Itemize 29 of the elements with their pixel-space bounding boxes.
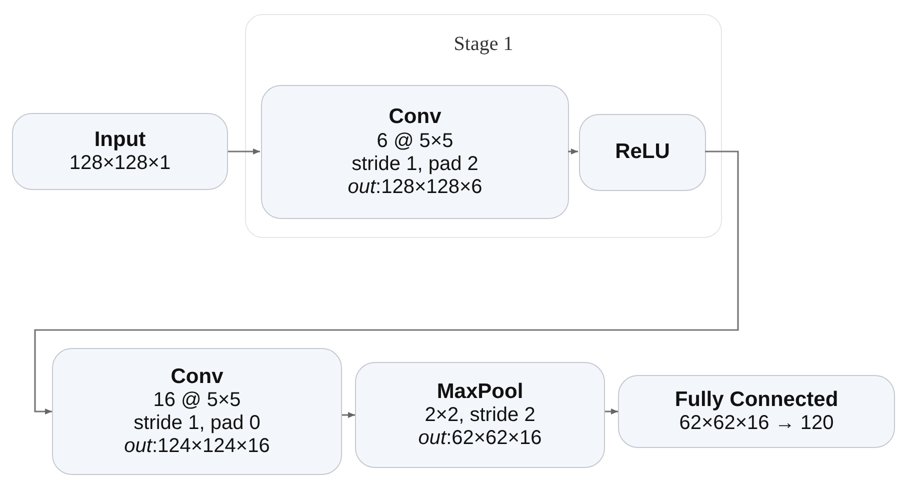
connector-arrow — [568, 148, 578, 154]
group-title: Stage 1 — [454, 32, 514, 57]
layer-detail: 6 @ 5×5 — [376, 130, 454, 153]
layer-name: Fully Connected — [674, 388, 838, 412]
layer-detail: 2×2, stride 2 — [424, 404, 536, 428]
layer-name: ReLU — [615, 140, 670, 165]
layer-detail: 128×128×1 — [69, 152, 171, 176]
layer-box — [261, 85, 569, 219]
layer-box — [579, 114, 706, 191]
layer-box — [355, 362, 605, 468]
layer-box — [12, 113, 228, 190]
connector-arrow — [228, 148, 260, 154]
connector-arrow — [342, 412, 355, 418]
layer-name: MaxPool — [436, 380, 524, 404]
layer-box — [618, 375, 895, 448]
layer-name: Conv — [388, 105, 442, 130]
layer-detail: stride 1, pad 2 — [352, 152, 478, 176]
layer-name: Conv — [170, 364, 224, 390]
connector-arrow — [605, 408, 618, 414]
layer-box — [52, 348, 342, 475]
layer-detail: 16 @ 5×5 — [153, 389, 241, 412]
layer-detail: out:128×128×6 — [348, 176, 482, 199]
stage-group — [245, 14, 722, 238]
layer-detail: stride 1, pad 0 — [134, 412, 260, 436]
layer-detail: out:62×62×16 — [418, 427, 542, 450]
layer-name: Input — [94, 128, 146, 152]
connector-arrow — [34, 150, 739, 414]
layer-detail: 62×62×16 → 120 — [679, 412, 834, 436]
layer-detail: out:124×124×16 — [124, 435, 270, 458]
